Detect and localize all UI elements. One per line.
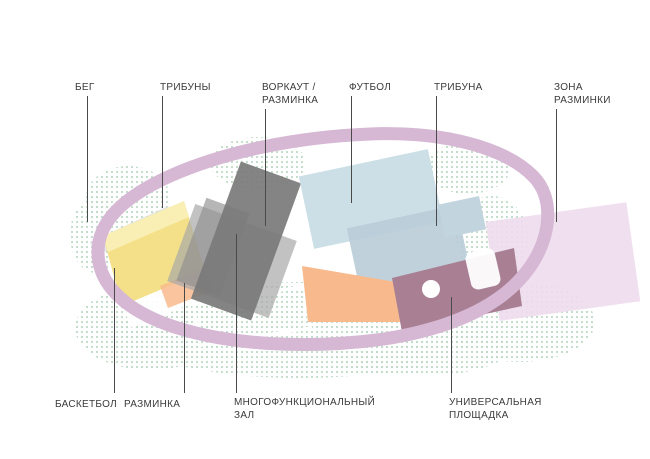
hall-block-dark [190, 161, 302, 321]
leader-line-stands [162, 96, 163, 208]
label-warmup-zone: ЗОНА РАЗМИНКИ [554, 82, 611, 106]
label-warmup: РАЗМИНКА [124, 399, 181, 410]
label-workout-warmup: ВОРКАУТ / РАЗМИНКА [262, 82, 319, 106]
leader-line-workout-warmup [265, 109, 266, 226]
leader-line-football [351, 96, 352, 203]
court-rect-marking [465, 248, 501, 290]
workout-path [302, 266, 400, 322]
running-track [91, 127, 555, 351]
label-basketball: БАСКЕТБОЛ [55, 399, 117, 410]
leader-line-multifunctional-hall [236, 234, 237, 393]
leader-line-running [87, 96, 88, 222]
leader-line-warmup-zone [556, 109, 557, 222]
stand-small-block [437, 196, 487, 238]
multifunctional-hall [167, 161, 302, 321]
warmup-zone-area [485, 202, 641, 321]
vegetation-patch [75, 286, 225, 370]
label-stand: ТРИБУНА [434, 82, 483, 93]
label-multifunctional-hall: МНОГОФУНКЦИОНАЛЬНЫЙ ЗАЛ [234, 397, 376, 421]
label-universal-court: УНИВЕРСАЛЬНАЯ ПЛОЩАДКА [449, 397, 542, 421]
leader-line-stand [436, 96, 437, 226]
leader-line-universal-court [451, 297, 452, 393]
leader-line-warmup [184, 283, 185, 393]
label-football: ФУТБОЛ [349, 82, 392, 93]
label-running: БЕГ [75, 82, 95, 93]
court-circle-marking [422, 280, 440, 298]
leader-line-basketball [114, 268, 115, 393]
label-stands: ТРИБУНЫ [160, 82, 211, 93]
stands-strip [103, 201, 189, 252]
